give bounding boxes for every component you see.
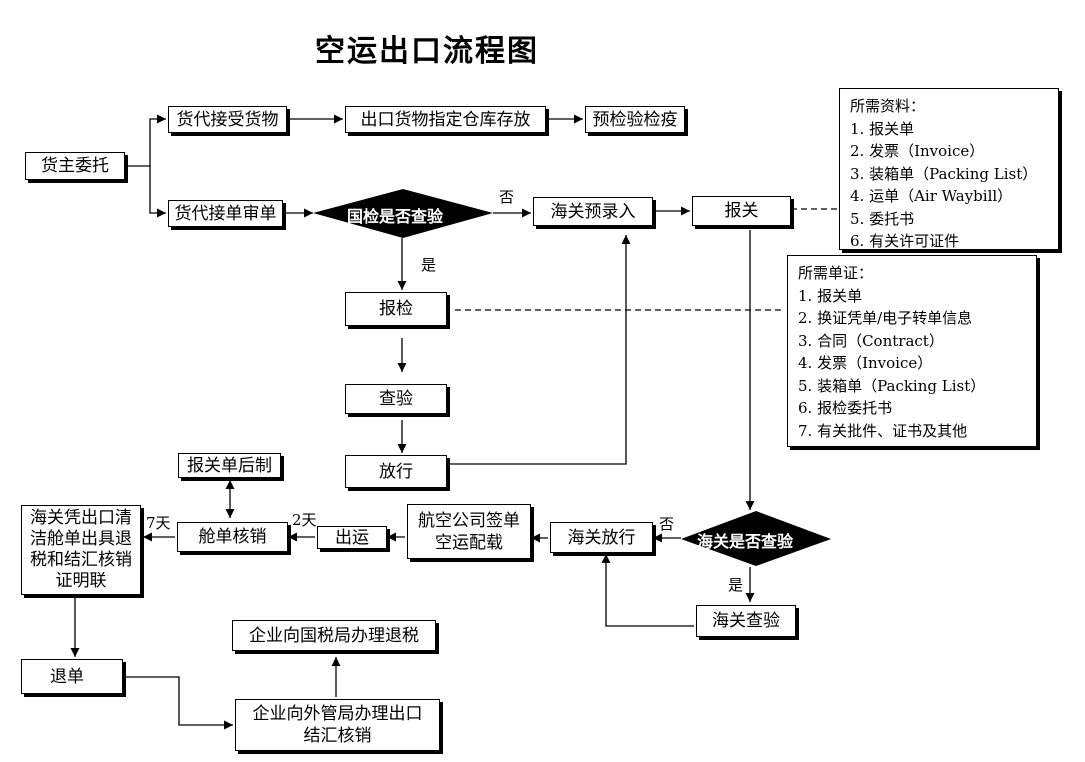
- note-required-materials-item: 2. 发票（Invoice）: [850, 142, 985, 160]
- node-enterprise-forex-line-2: 结汇核销: [303, 726, 372, 746]
- node-customs-pre-entry: 海关预录入: [533, 197, 653, 226]
- node-forwarder-review-docs: 货代接单审单: [168, 200, 283, 227]
- note-required-documents-item: 2. 换证凭单/电子转单信息: [798, 309, 973, 327]
- node-airline-sign-line-2: 空运配载: [435, 532, 503, 553]
- node-customs-declaration: 报关: [692, 196, 791, 226]
- node-customs-release: 海关放行: [550, 522, 653, 553]
- note-required-materials-item: 5. 委托书: [850, 209, 915, 228]
- note-required-materials-item: 3. 装箱单（Packing List）: [850, 164, 1038, 183]
- note-required-documents-item: 6. 报检委托书: [798, 399, 893, 417]
- note-required-materials-item: 1. 报关单: [850, 119, 915, 138]
- note-required-documents-item: 5. 装箱单（Packing List）: [798, 376, 986, 395]
- decision-label-inspection: 国检是否查验: [347, 207, 444, 226]
- node-airline-sign: 航空公司签单 空运配载: [407, 504, 531, 559]
- node-manifest-verification: 舱单核销: [177, 522, 288, 552]
- node-customs-certificate-line-1: 海关凭出口清: [30, 508, 132, 528]
- node-inspection: 查验: [345, 384, 447, 414]
- note-required-materials-item: 4. 运单（Air Waybill）: [850, 187, 1013, 205]
- edge-shipper-branch-2: [149, 166, 166, 218]
- note-required-documents-item: 7. 有关批件、证书及其他: [798, 421, 968, 440]
- node-enterprise-tax-refund: 企业向国税局办理退税: [232, 620, 436, 651]
- node-release-inspection: 放行: [345, 455, 447, 488]
- note-required-documents-title: 所需单证：: [798, 264, 874, 282]
- edge-customs-inspect-to-release: [601, 554, 694, 627]
- node-shipper-entrust: 货主委托: [25, 152, 125, 180]
- note-required-materials: 所需资料： 1. 报关单 2. 发票（Invoice） 3. 装箱单（Packi…: [839, 88, 1059, 250]
- edge-label-yes-customs: 是: [728, 576, 744, 594]
- node-forwarder-receive-goods: 货代接受货物: [168, 106, 287, 133]
- edge-label-7-days: 7天: [146, 514, 171, 532]
- node-enterprise-forex: 企业向外管局办理出口 结汇核销: [235, 699, 440, 751]
- node-report-inspection: 报检: [345, 292, 447, 326]
- node-declaration-post-made: 报关单后制: [178, 453, 281, 478]
- edge-label-no-customs: 否: [659, 515, 675, 533]
- edge-return-to-forex: [123, 676, 233, 730]
- node-airline-sign-line-1: 航空公司签单: [418, 510, 520, 531]
- note-required-documents-item: 4. 发票（Invoice）: [798, 354, 933, 372]
- note-required-materials-title: 所需资料：: [850, 97, 926, 115]
- note-required-documents-item: 1. 报关单: [798, 286, 863, 305]
- note-required-documents-item: 3. 合同（Contract）: [798, 331, 944, 350]
- note-required-documents: 所需单证： 1. 报关单 2. 换证凭单/电子转单信息 3. 合同（Contra…: [787, 255, 1037, 447]
- node-customs-inspection: 海关查验: [696, 605, 796, 637]
- edge-release-to-preentry: [447, 235, 631, 465]
- edge-label-2-days: 2天: [292, 511, 317, 529]
- page-title: 空运出口流程图: [315, 34, 539, 69]
- node-return-docs: 退单: [21, 659, 123, 694]
- edge-label-no-inspection: 否: [499, 188, 515, 206]
- node-enterprise-forex-line-1: 企业向外管局办理出口: [252, 704, 423, 724]
- node-shipment: 出运: [317, 526, 387, 549]
- node-pre-inspection-quarantine: 预检验检疫: [585, 106, 685, 133]
- edge-shipper-branch: [125, 114, 166, 167]
- node-customs-certificate: 海关凭出口清 洁舱单出具退 税和结汇核销 证明联: [21, 505, 141, 595]
- node-customs-certificate-line-3: 税和结汇核销: [30, 550, 132, 570]
- decision-diamond-inspection: [313, 189, 493, 238]
- decision-label-customs: 海关是否查验: [697, 532, 794, 551]
- edge-label-yes-inspection: 是: [421, 256, 437, 274]
- node-customs-certificate-line-2: 洁舱单出具退: [30, 529, 132, 549]
- note-required-materials-item: 6. 有关许可证件: [850, 232, 960, 250]
- decision-diamond-customs: [681, 511, 831, 566]
- node-export-goods-warehouse: 出口货物指定仓库存放: [345, 106, 546, 133]
- node-customs-certificate-line-4: 证明联: [55, 571, 107, 591]
